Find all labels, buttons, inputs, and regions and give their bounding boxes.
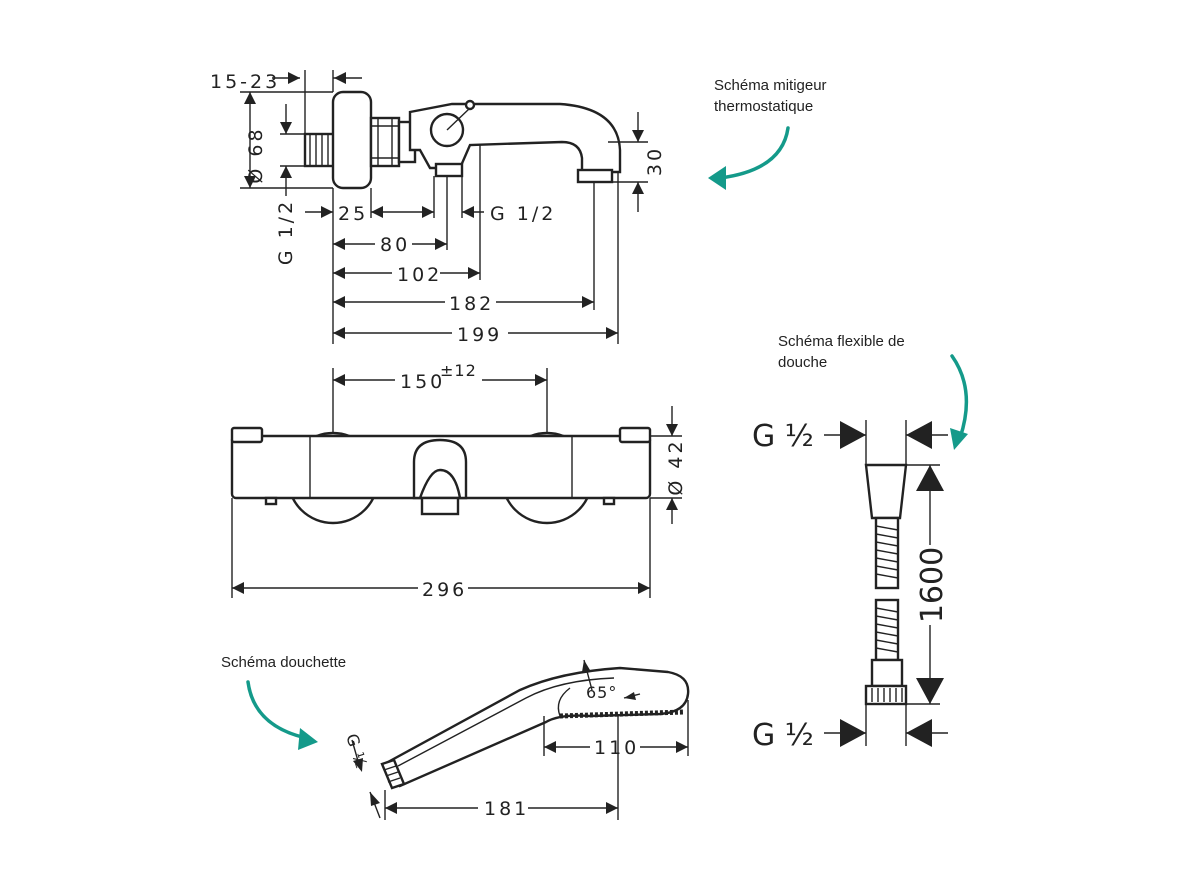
dim-handshower-length: 181: [484, 798, 529, 820]
annotation-arrows: [246, 126, 969, 750]
dim-angle: 65°: [586, 683, 617, 702]
dim-hose-thread-top: G ½: [752, 419, 814, 454]
outlet-connector: [434, 162, 464, 178]
hand-shower-body: [386, 666, 690, 788]
mixer-body-spout: [408, 102, 622, 174]
dim-182: 182: [449, 293, 494, 315]
hose-bottom-sleeve: [870, 658, 904, 688]
mixer-side-view: 15-23 Ø 68 G 1/2 25 G 1/2 80: [210, 70, 666, 346]
dim-80: 80: [380, 234, 410, 256]
dim-150: 150: [400, 371, 445, 393]
wall-rosette: [331, 90, 373, 190]
caption-hose: Schéma flexible de douche: [778, 331, 905, 373]
caption-hose-line2: douche: [778, 354, 828, 371]
dim-25: 25: [338, 203, 368, 225]
handle-left: [230, 426, 264, 444]
handle-right: [618, 426, 652, 444]
shower-hose: G ½ G ½ 1600: [752, 419, 950, 753]
caption-mixer-line1: Schéma mitigeur: [714, 77, 827, 94]
union-nut: [369, 116, 401, 168]
dim-tolerance: ±12: [440, 361, 477, 380]
spout-front: [420, 496, 460, 516]
dim-thread-outlet: G 1/2: [490, 203, 556, 225]
caption-mixer-line2: thermostatique: [714, 98, 814, 115]
dim-thread-inlet: G 1/2: [275, 199, 297, 265]
dim-102: 102: [397, 264, 442, 286]
dim-30: 30: [644, 146, 666, 176]
arrow-mixer: [718, 126, 790, 180]
dim-wall-depth: 15-23: [210, 71, 280, 93]
arrow-hose: [950, 354, 969, 440]
hose-top-cone: [864, 463, 908, 520]
caption-hose-line1: Schéma flexible de: [778, 333, 905, 350]
spout-outlet: [576, 168, 614, 184]
dim-diameter-68: Ø 68: [245, 126, 267, 183]
hand-shower: G ½ 65° 110 181: [342, 659, 690, 820]
caption-mixer: Schéma mitigeur thermostatique: [714, 75, 827, 117]
mixer-front-view: 150 ±12 Ø 42 296: [230, 361, 687, 601]
dim-hose-thread-bottom: G ½: [752, 718, 814, 753]
dim-199: 199: [457, 324, 502, 346]
dim-hose-length: 1600: [915, 547, 950, 623]
caption-handshower: Schéma douchette: [221, 654, 347, 671]
dim-head-width: 110: [594, 737, 639, 759]
spray-face: [559, 709, 685, 719]
arrow-handshower: [246, 680, 308, 740]
dim-296: 296: [422, 579, 467, 601]
dim-diameter-42: Ø 42: [665, 438, 687, 495]
